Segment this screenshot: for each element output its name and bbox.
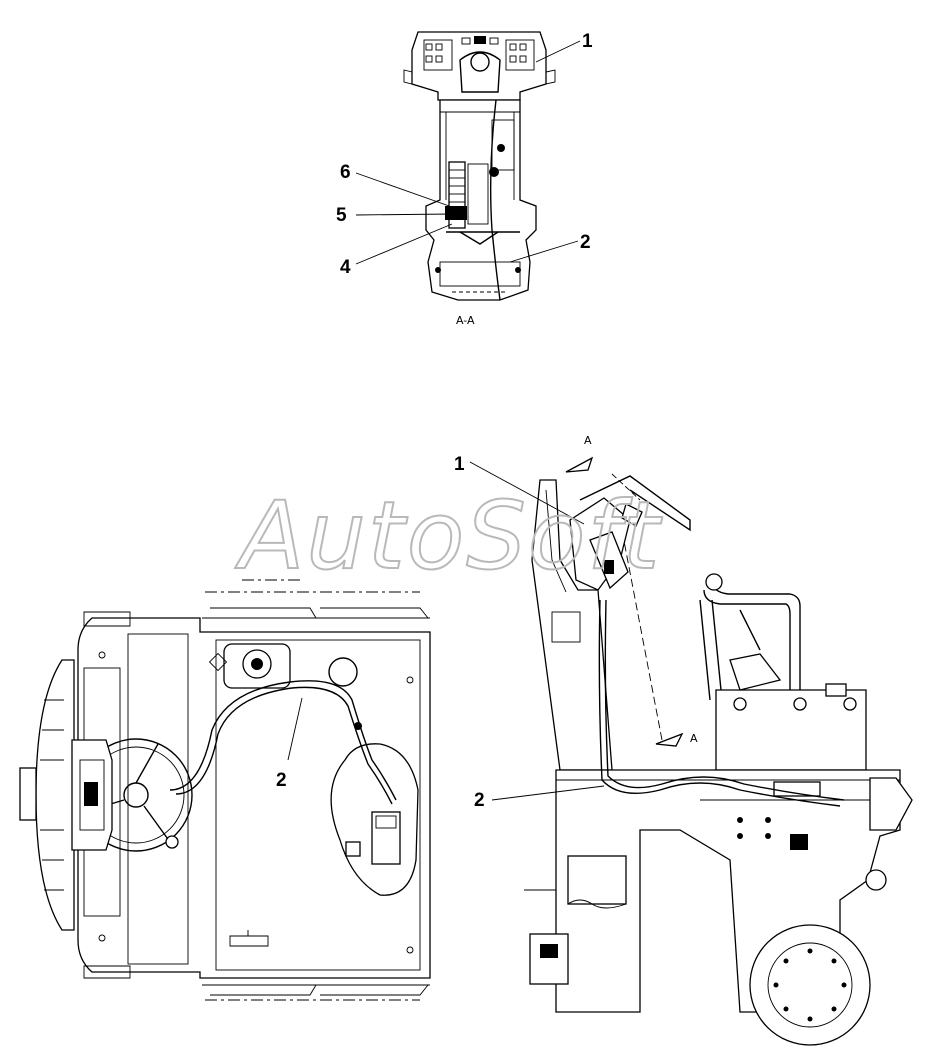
section-callout-2: 2 xyxy=(580,232,591,253)
section-view-a-a: 1 6 5 4 2 A-A xyxy=(336,31,593,327)
section-mark-a-top: A xyxy=(584,434,592,447)
section-callout-5: 5 xyxy=(336,205,347,226)
section-mark-a-bottom: A xyxy=(690,732,698,745)
section-callout-4: 4 xyxy=(340,257,351,278)
watermark: AutoSoft xyxy=(235,482,663,591)
section-callout-6: 6 xyxy=(340,162,351,183)
section-title: A-A xyxy=(456,314,475,327)
side-callout-2: 2 xyxy=(474,790,485,811)
side-callout-1: 1 xyxy=(454,454,465,475)
top-callout-2: 2 xyxy=(276,770,287,791)
side-view: A A xyxy=(454,434,913,1046)
top-view: 2 xyxy=(19,579,431,1001)
section-callout-1: 1 xyxy=(582,31,593,52)
